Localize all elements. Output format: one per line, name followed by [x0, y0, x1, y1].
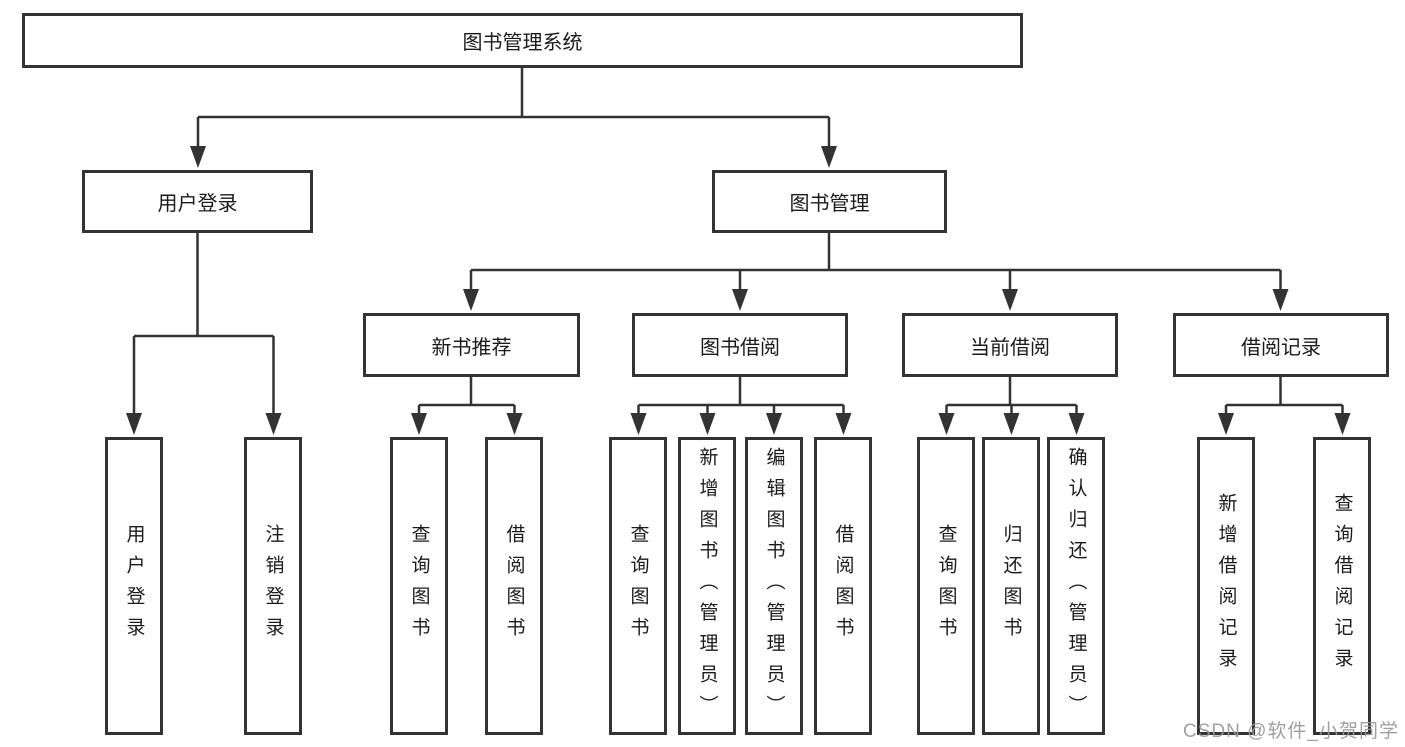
leaf-return-books: 归还图书 — [982, 437, 1040, 735]
leaf-logout: 注销登录 — [244, 437, 302, 735]
leaf-query-books-current: 查询图书 — [917, 437, 975, 735]
node-library-management-system: 图书管理系统 — [22, 13, 1023, 68]
node-user-login: 用户登录 — [82, 170, 313, 233]
node-book-borrowing: 图书借阅 — [632, 313, 848, 377]
csdn-watermark: CSDN @软件_小贺同学 — [1183, 721, 1399, 742]
node-current-borrowing: 当前借阅 — [902, 313, 1118, 377]
leaf-add-books-admin: 新增图书（管理员） — [678, 437, 736, 735]
leaf-edit-books-admin: 编辑图书（管理员） — [745, 437, 803, 735]
node-book-management: 图书管理 — [712, 170, 947, 233]
leaf-borrow-books-recommend: 借阅图书 — [485, 437, 543, 735]
leaf-user-login: 用户登录 — [105, 437, 163, 735]
node-borrowing-records: 借阅记录 — [1173, 313, 1389, 377]
leaf-query-books-borrowing: 查询图书 — [609, 437, 667, 735]
leaf-borrow-books-borrowing: 借阅图书 — [814, 437, 872, 735]
leaf-query-borrow-record: 查询借阅记录 — [1313, 437, 1371, 735]
node-new-book-recommend: 新书推荐 — [363, 313, 580, 377]
leaf-add-borrow-record: 新增借阅记录 — [1197, 437, 1255, 735]
leaf-confirm-return-admin: 确认归还（管理员） — [1047, 437, 1105, 735]
leaf-query-books-recommend: 查询图书 — [390, 437, 448, 735]
